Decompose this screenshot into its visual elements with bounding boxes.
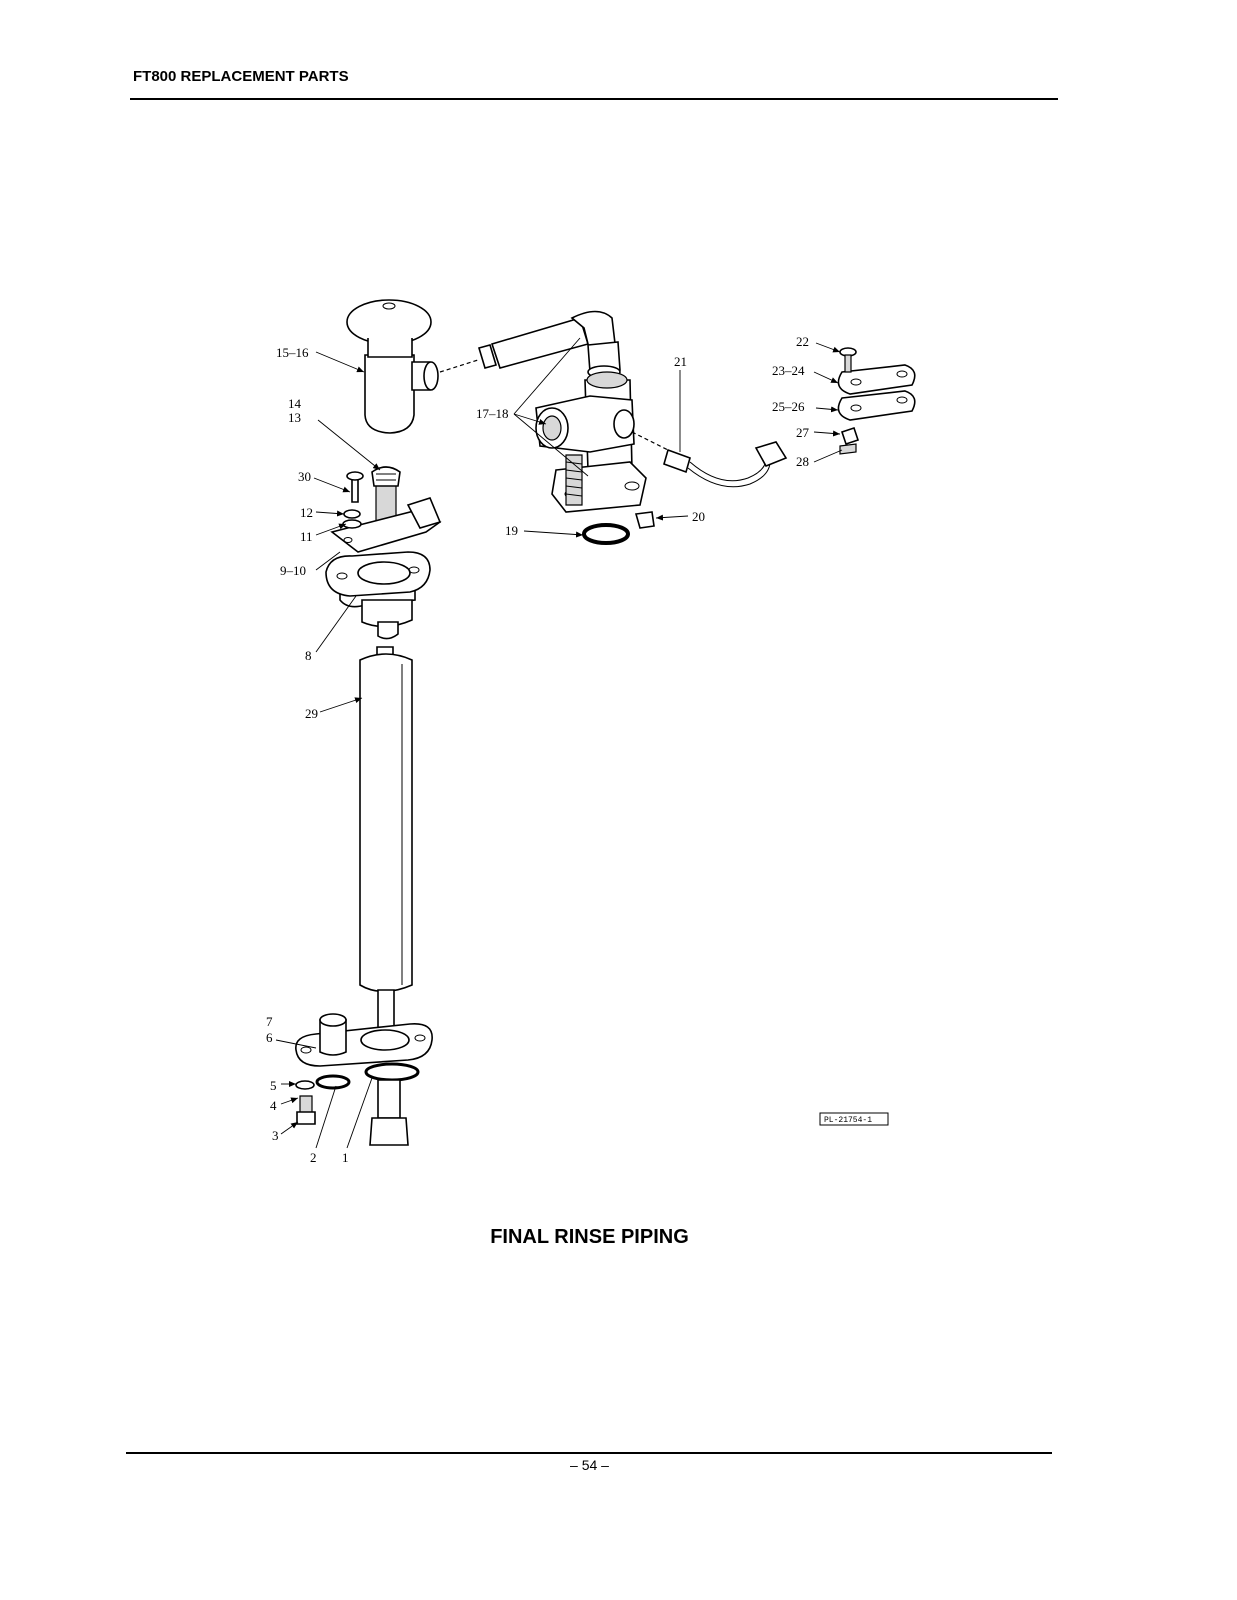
vacuum-breaker (346, 299, 439, 434)
figure-title: FINAL RINSE PIPING (490, 1226, 689, 1248)
callout-30: 30 (298, 469, 311, 484)
callout-3: 3 (272, 1128, 279, 1143)
callout-12: 12 (300, 505, 313, 520)
callout-27: 27 (796, 425, 810, 440)
callout-19: 19 (505, 523, 518, 538)
callout-28: 28 (796, 454, 809, 469)
callout-22: 22 (796, 334, 809, 349)
lower-flange (295, 1013, 433, 1146)
upper-flange (325, 551, 431, 640)
callout-13: 13 (288, 410, 301, 425)
figure-code-box: PL-21754-1 (819, 1112, 889, 1126)
callout-17-18: 17–18 (476, 406, 509, 421)
callout-4: 4 (270, 1098, 277, 1113)
callout-20: 20 (692, 509, 705, 524)
callout-25-26: 25–26 (772, 399, 805, 414)
heater-tube (359, 646, 413, 1031)
callout-9-10: 9–10 (280, 563, 306, 578)
callout-21: 21 (674, 354, 687, 369)
callout-7: 7 (266, 1014, 273, 1029)
callout-labels: 15–16 14 13 30 12 11 9–10 8 29 17–18 19 … (266, 334, 810, 1165)
page-number: – 54 – (570, 1457, 609, 1473)
callout-2: 2 (310, 1150, 317, 1165)
callout-11: 11 (300, 529, 313, 544)
supply-elbow (439, 310, 621, 379)
header-title: FT800 REPLACEMENT PARTS (133, 68, 349, 85)
leader-lines (275, 337, 843, 1149)
thermistor-21 (631, 431, 788, 488)
callout-23-24: 23–24 (772, 363, 805, 378)
callout-6: 6 (266, 1030, 273, 1045)
valve-body (535, 371, 647, 513)
callout-5: 5 (270, 1078, 277, 1093)
footer-rule (126, 1452, 1052, 1454)
figure-code: PL-21754-1 (824, 1116, 872, 1125)
callout-15-16: 15–16 (276, 345, 309, 360)
header-rule (130, 98, 1058, 100)
bracket-assembly (330, 466, 442, 553)
callout-14: 14 (288, 396, 302, 411)
callout-1: 1 (342, 1150, 349, 1165)
cover-plate-assembly (837, 347, 916, 455)
o-ring-19 (582, 523, 630, 545)
callout-29: 29 (305, 706, 318, 721)
plug-20 (634, 511, 655, 529)
callout-8: 8 (305, 648, 312, 663)
